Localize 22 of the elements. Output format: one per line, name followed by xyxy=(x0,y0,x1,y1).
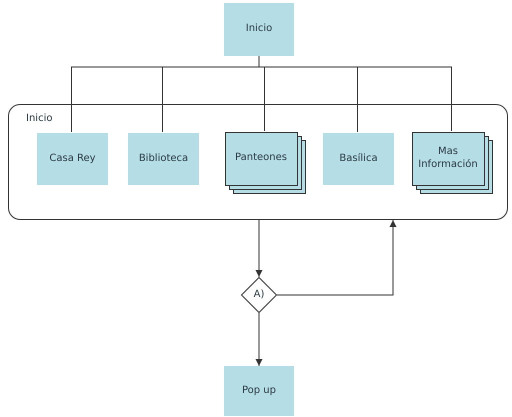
arrow xyxy=(256,312,262,366)
box-label: Mas Información xyxy=(417,146,479,171)
decision-diamond xyxy=(241,277,277,313)
process-box xyxy=(128,133,199,185)
connector-line xyxy=(258,56,452,132)
box-label: Panteones xyxy=(235,152,287,165)
box-label: Casa Rey xyxy=(49,152,96,166)
box-label: Biblioteca xyxy=(138,152,188,166)
stacked-document-box xyxy=(225,132,306,194)
box-label: Basílica xyxy=(339,152,378,166)
stacked-document-box xyxy=(412,132,493,194)
box-label: A) xyxy=(254,288,264,302)
arrow xyxy=(276,220,396,296)
process-box xyxy=(224,3,294,56)
box-label: Inicio xyxy=(246,23,272,36)
process-box xyxy=(37,133,108,185)
group-label: Inicio xyxy=(26,113,52,124)
process-box xyxy=(224,366,294,416)
process-box xyxy=(323,133,394,185)
box-label: Pop up xyxy=(242,384,276,398)
group-container xyxy=(8,104,508,220)
arrow xyxy=(256,220,262,278)
